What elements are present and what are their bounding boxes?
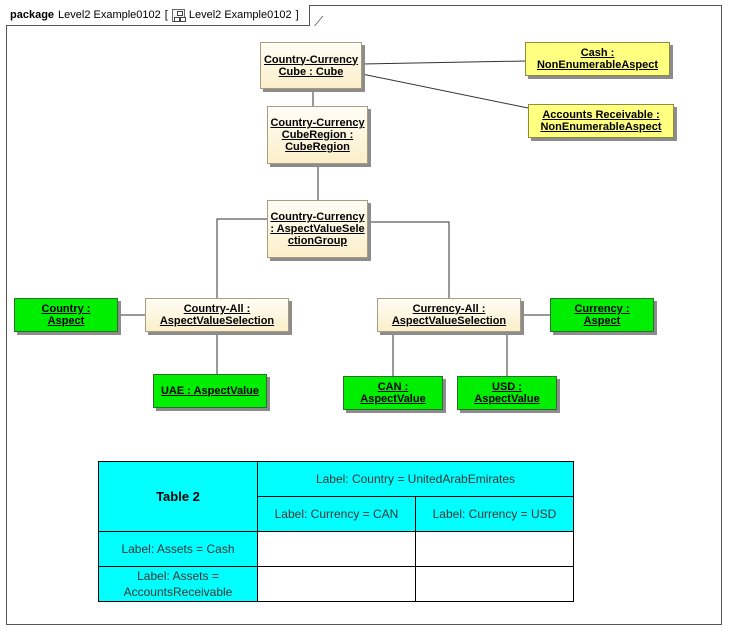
cell-ar-can	[257, 566, 416, 602]
country-aspect-node[interactable]: Country : Aspect	[14, 298, 118, 332]
link-cube-accounts-receivable	[361, 73, 529, 109]
cell-cash-can	[257, 531, 416, 567]
bracket-open: [	[164, 9, 168, 21]
link-group-country-all	[216, 218, 267, 298]
currency-aspect-node[interactable]: Currency : Aspect	[550, 298, 654, 332]
cell-ar-usd	[415, 566, 574, 602]
country-all-node[interactable]: Country-All : AspectValueSelection	[145, 298, 289, 332]
col-header-usd: Label: Currency = USD	[415, 496, 574, 532]
can-node[interactable]: CAN : AspectValue	[343, 376, 443, 410]
bracket-close: ]	[295, 9, 299, 21]
row-header-accounts-receivable: Label: Assets = AccountsReceivable	[98, 566, 258, 602]
package-frame	[6, 5, 722, 625]
package-name: Level2 Example0102	[58, 9, 161, 21]
cash-node[interactable]: Cash : NonEnumerableAspect	[525, 42, 670, 76]
col-header-can: Label: Currency = CAN	[257, 496, 416, 532]
row-header-cash: Label: Assets = Cash	[98, 531, 258, 567]
col-group-header: Label: Country = UnitedArabEmirates	[257, 461, 574, 497]
cube-node[interactable]: Country-Currency Cube : Cube	[260, 42, 362, 89]
diagram-name: Level2 Example0102	[188, 9, 292, 21]
usd-node[interactable]: USD : AspectValue	[457, 376, 557, 410]
selection-group-node[interactable]: Country-Currency : AspectValueSelectionG…	[267, 200, 368, 258]
table-title: Table 2	[98, 461, 258, 532]
package-keyword: package	[10, 9, 55, 21]
uae-node[interactable]: UAE : AspectValue	[153, 374, 267, 408]
accounts-receivable-node[interactable]: Accounts Receivable : NonEnumerableAspec…	[528, 104, 674, 138]
table-2: Table 2 Label: Country = UnitedArabEmira…	[98, 461, 574, 602]
link-group-currency-all	[368, 221, 450, 298]
package-tab: package Level2 Example0102 [ Level2 Exam…	[6, 5, 310, 26]
diagram-icon	[171, 8, 186, 22]
currency-all-node[interactable]: Currency-All : AspectValueSelection	[377, 298, 521, 332]
link-cube-cash	[361, 60, 526, 65]
cell-cash-usd	[415, 531, 574, 567]
cube-region-node[interactable]: Country-Currency CubeRegion : CubeRegion	[267, 106, 368, 164]
